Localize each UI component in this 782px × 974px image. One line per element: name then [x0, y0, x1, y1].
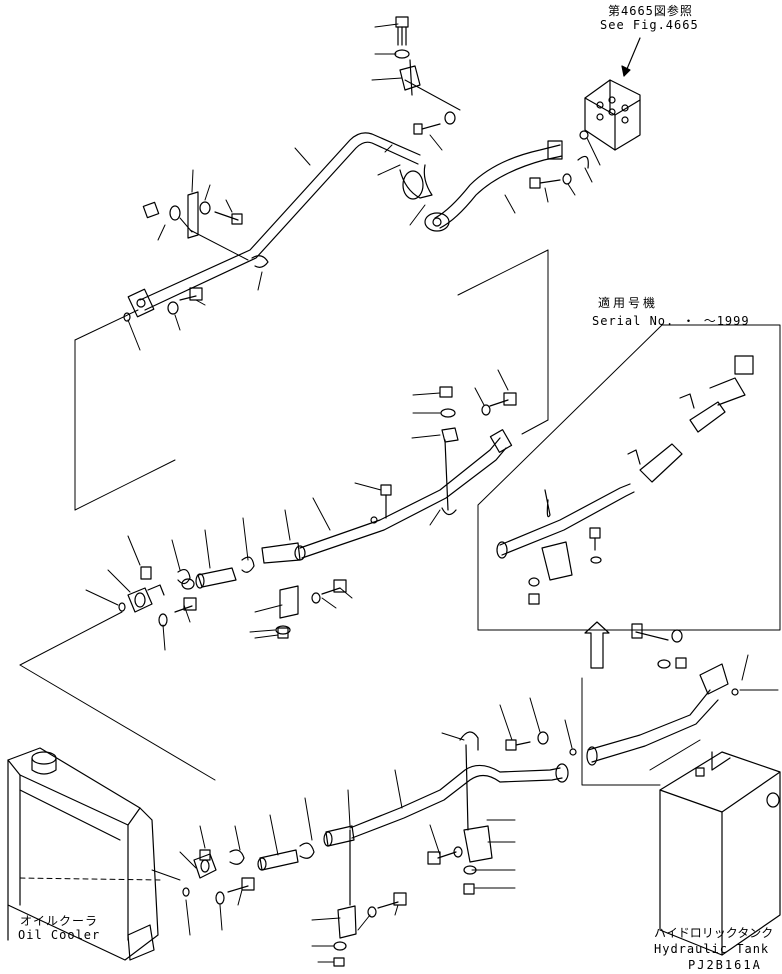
serial-arrow: [584, 621, 610, 669]
lower-pipe-assembly: [182, 731, 577, 967]
frame-outline: [19, 249, 549, 781]
middle-pipe-assembly: [118, 386, 517, 639]
hydraulic-tank: [649, 739, 781, 956]
leader-lines-top: [127, 23, 601, 351]
serial-note-en: Serial No. ・ ～1999: [592, 314, 750, 328]
serial-note-jp: 適用号機: [598, 296, 659, 310]
tank-side-pipe: [581, 623, 779, 786]
oil-cooler-label-en: Oil Cooler: [18, 928, 101, 942]
drawing-code: PJ2B161A: [688, 958, 762, 972]
leader-cooler: [151, 869, 181, 881]
hydraulic-tank-label-en: Hydraulic Tank: [654, 942, 770, 956]
leader-lines-bottom: [179, 697, 573, 963]
serial-inset: [477, 324, 781, 631]
upper-pipe-assembly: [123, 16, 641, 322]
fig-reference-jp: 第4665図参照: [608, 4, 693, 18]
oil-cooler: [7, 747, 161, 961]
bolt-top: [395, 16, 409, 46]
hydraulic-tank-label-jp: ハイドロリックタンク: [654, 926, 774, 940]
valve-block: [584, 79, 641, 151]
fig-reference-en: See Fig.4665: [600, 18, 699, 32]
oil-cooler-label-jp: オイルクーラ: [20, 914, 99, 928]
leader-lines-middle: [85, 369, 509, 651]
